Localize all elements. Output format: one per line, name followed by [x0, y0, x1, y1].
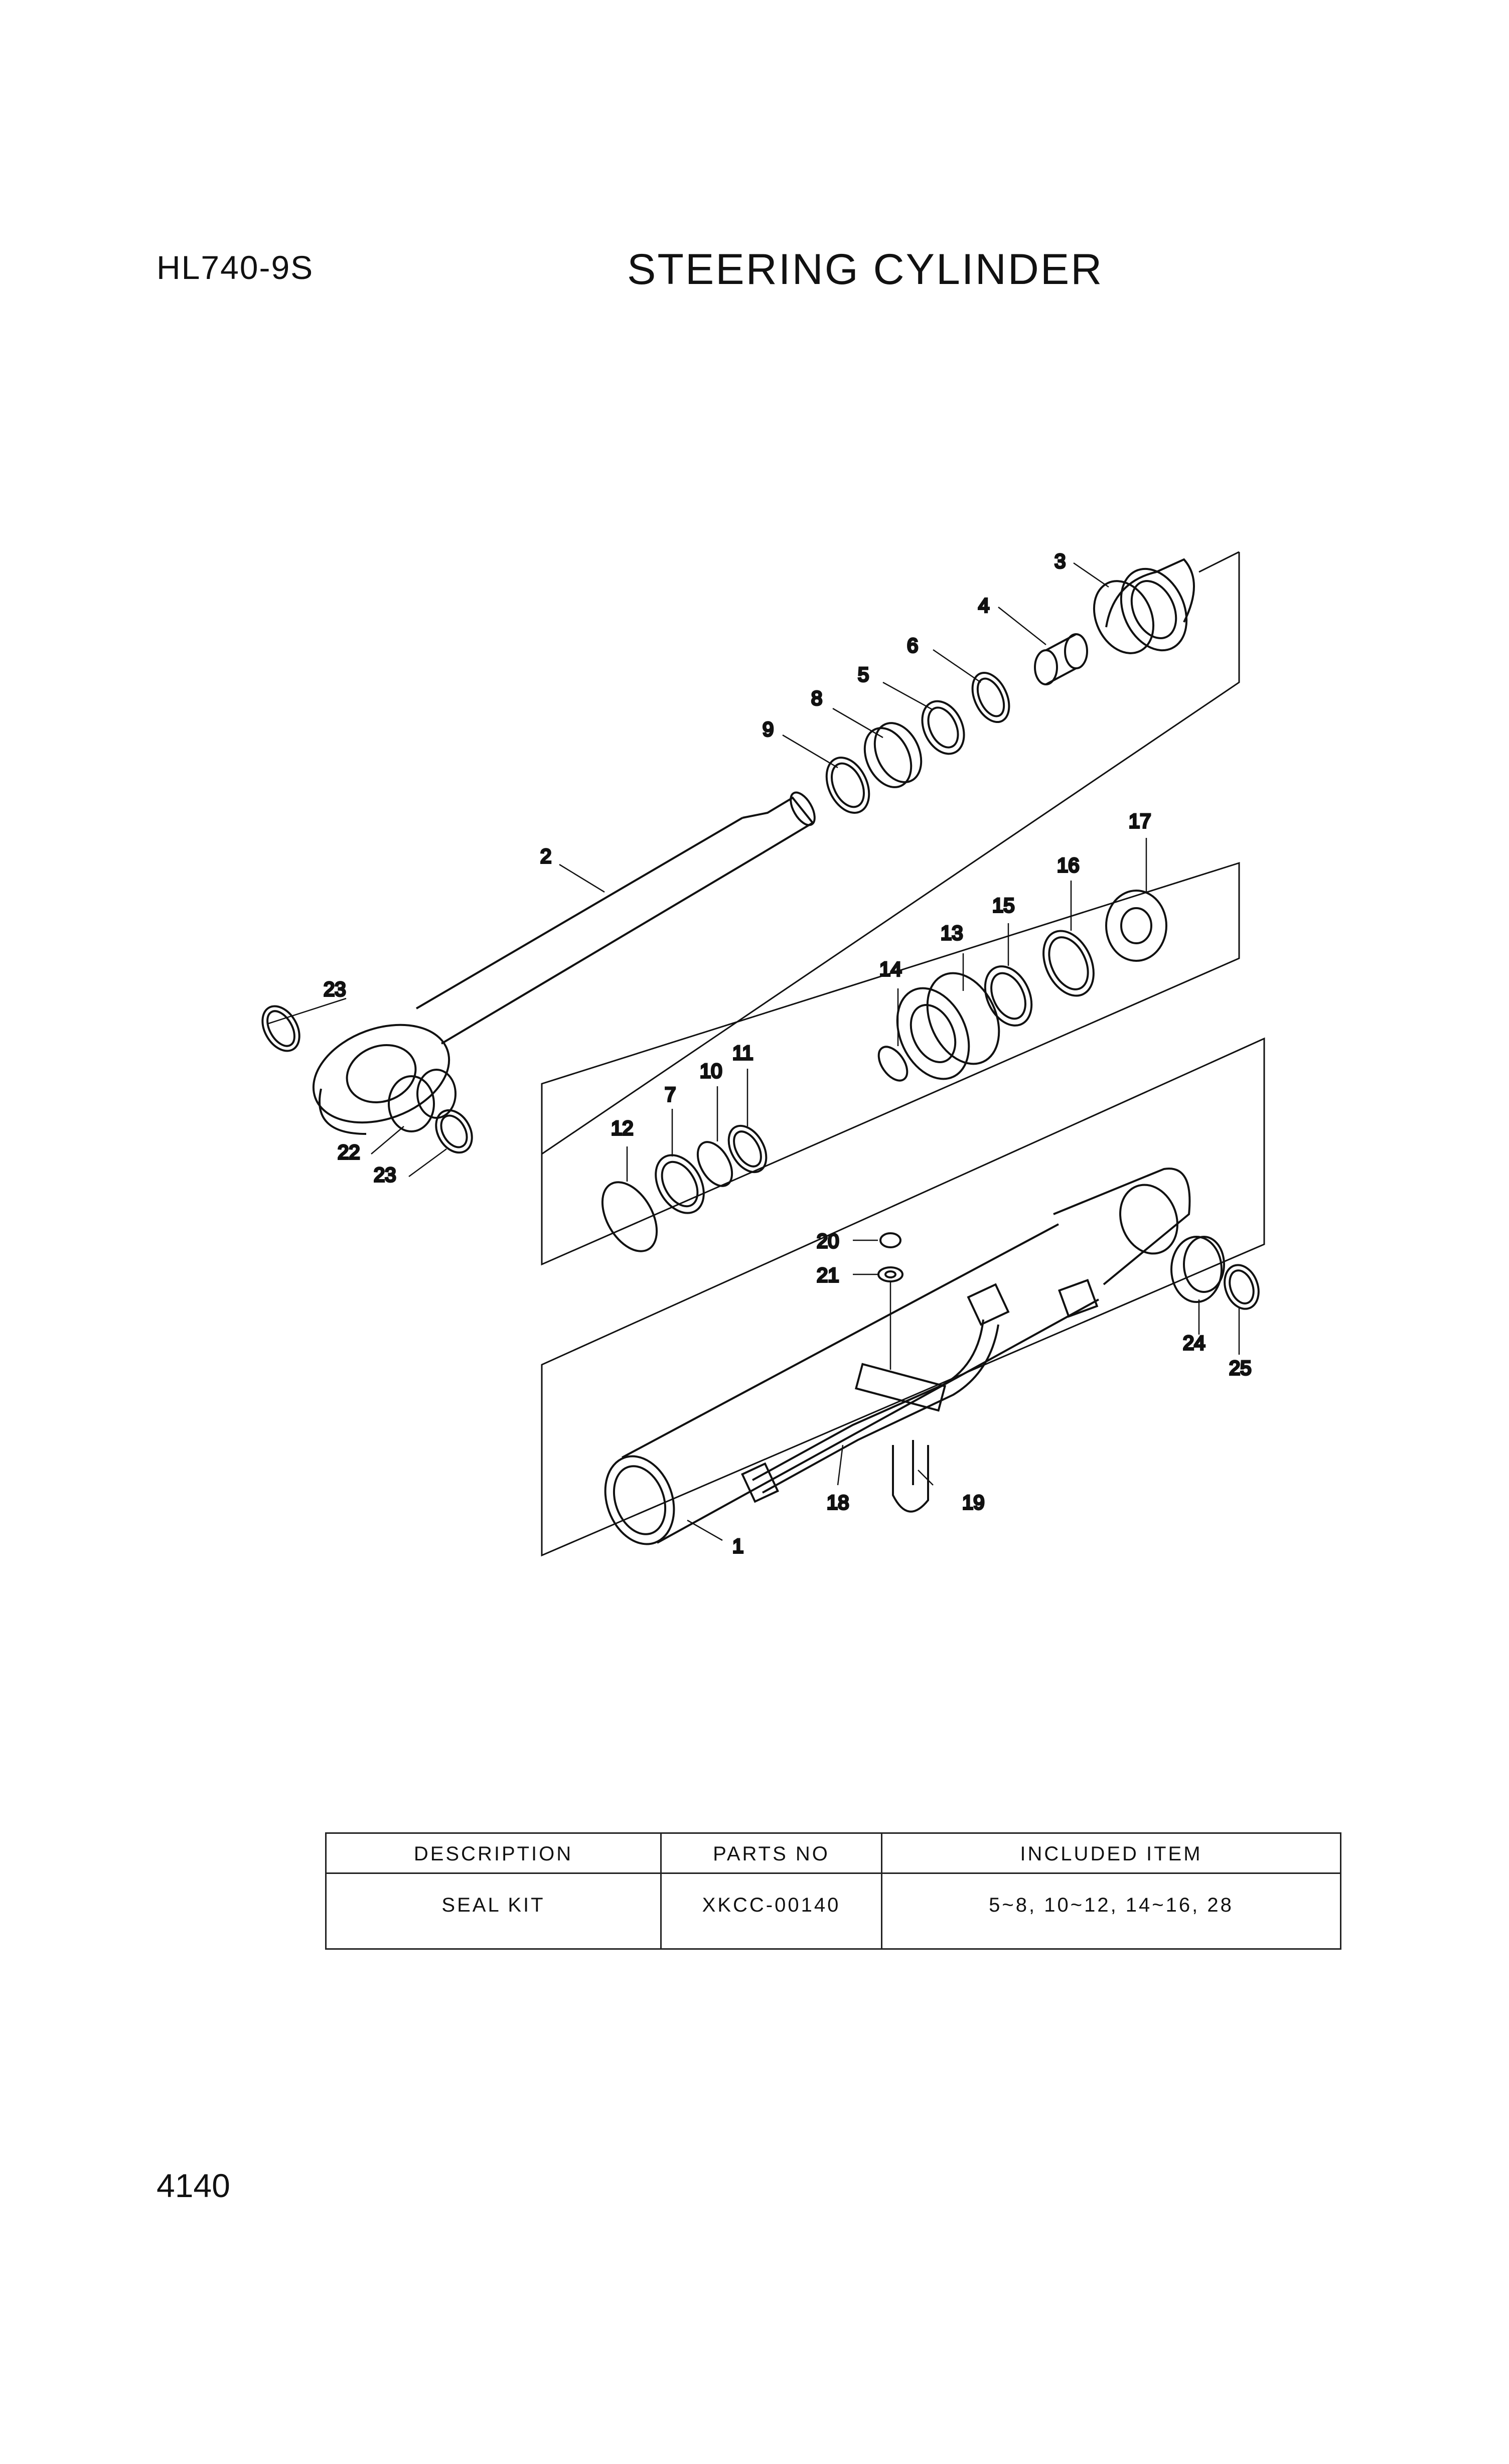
ring-part-9: [825, 757, 870, 814]
ring-part-7: [655, 1154, 705, 1214]
header-included-item: INCLUDED ITEM: [1020, 1843, 1202, 1865]
fitting: [1058, 1278, 1099, 1318]
callout-5: 5: [858, 664, 869, 686]
nut-part-17: [1105, 890, 1167, 962]
bracket-plate: [854, 1363, 947, 1412]
callout-14: 14: [879, 958, 902, 980]
callout-1: 1: [732, 1535, 743, 1557]
ring-part-15: [984, 965, 1033, 1027]
piston-group-outline: [541, 861, 1240, 1266]
piston-part-13: [896, 972, 1000, 1080]
callout-6: 6: [907, 635, 918, 657]
ring-part-25: [1224, 1264, 1260, 1310]
oring-part-12: [601, 1181, 658, 1252]
tube-group-outline: [541, 1037, 1265, 1557]
clamp-part-19: [892, 1440, 929, 1513]
page-title: STEERING CYLINDER: [627, 245, 1104, 294]
callout-12: 12: [611, 1117, 634, 1139]
callout-3: 3: [1054, 550, 1066, 572]
callout-19: 19: [962, 1492, 985, 1514]
callout-25: 25: [1229, 1357, 1252, 1379]
model-code: HL740-9S: [157, 249, 314, 286]
ring-part-8: [863, 727, 913, 788]
cell-parts-no: XKCC-00140: [702, 1894, 841, 1916]
callout-11: 11: [732, 1042, 753, 1064]
callout-15: 15: [992, 895, 1015, 917]
ring-part-5: [921, 700, 965, 755]
callout-7: 7: [665, 1084, 676, 1106]
leader-lines: [268, 562, 1240, 1541]
seal-kit-table: DESCRIPTION PARTS NO INCLUDED ITEM SEAL …: [325, 1832, 1341, 1950]
callout-9: 9: [763, 718, 774, 741]
bushing-part-22: [388, 1069, 457, 1132]
header-description: DESCRIPTION: [413, 1843, 573, 1865]
callout-23b: 23: [374, 1164, 396, 1186]
callout-24: 24: [1183, 1332, 1205, 1354]
bushing-part-4: [1034, 633, 1088, 685]
nut-part-20: [879, 1232, 901, 1248]
cylinder-tube-part-1: [604, 1168, 1191, 1545]
callout-21: 21: [817, 1264, 839, 1286]
bushing-part-24: [1170, 1236, 1223, 1303]
rod-group-outline: [541, 552, 1240, 1155]
callout-16: 16: [1057, 854, 1080, 877]
ring-part-10: [696, 1141, 733, 1187]
cell-included-item: 5~8, 10~12, 14~16, 28: [989, 1894, 1234, 1916]
callout-13: 13: [941, 922, 963, 944]
gland-part-3: [1093, 558, 1195, 654]
callout-18: 18: [827, 1492, 849, 1514]
callout-4: 4: [978, 595, 989, 617]
ring-part-23b: [435, 1109, 473, 1154]
header-parts-no: PARTS NO: [713, 1843, 830, 1865]
oring-part-14: [877, 1046, 909, 1082]
page-number: 4140: [157, 2167, 230, 2204]
washer-part-21: [877, 1266, 903, 1282]
cell-description: SEAL KIT: [441, 1894, 545, 1916]
callout-8: 8: [811, 687, 822, 709]
callout-10: 10: [700, 1060, 722, 1082]
callout-23a: 23: [324, 978, 346, 1000]
callout-17: 17: [1129, 810, 1151, 832]
ring-part-16: [1042, 930, 1095, 997]
callout-20: 20: [817, 1230, 839, 1252]
callout-2: 2: [540, 845, 551, 867]
ring-part-6: [971, 671, 1010, 723]
ring-part-11: [727, 1124, 768, 1174]
piston-rod-part-2: [312, 791, 816, 1135]
table-header-row: [327, 1834, 1340, 1874]
ring-part-23a: [261, 1005, 300, 1052]
callout-22: 22: [338, 1141, 360, 1164]
